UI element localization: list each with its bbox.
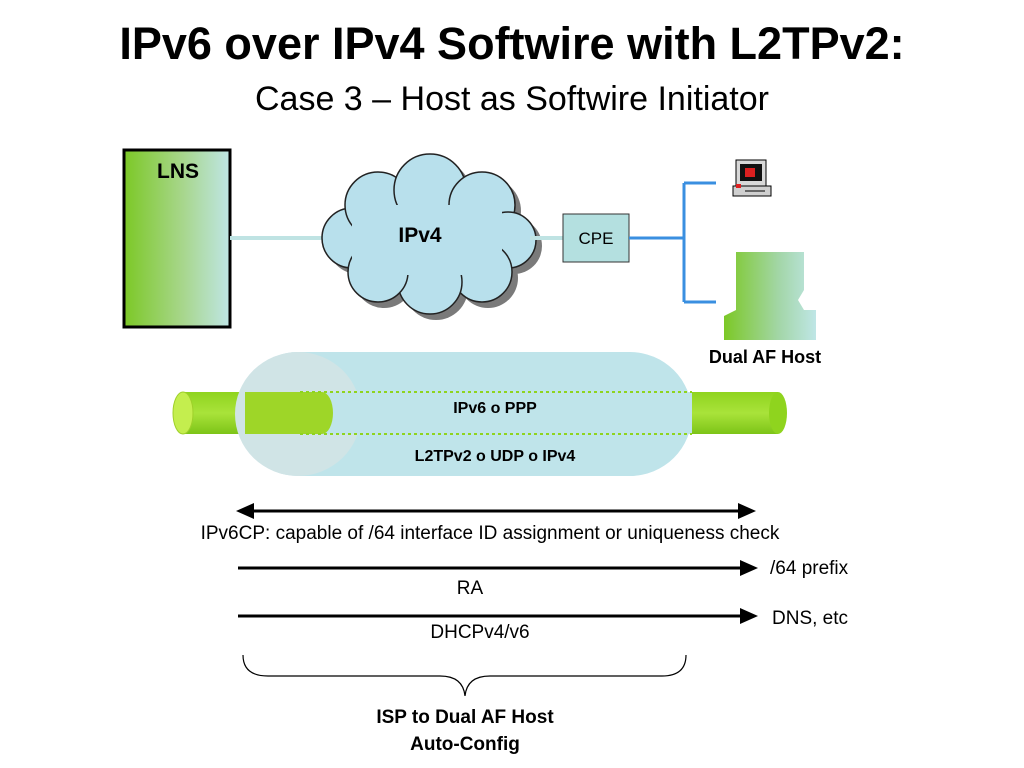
brace-label-line1: ISP to Dual AF Host: [376, 707, 554, 728]
dhcp-label: DHCPv4/v6: [430, 622, 530, 643]
auto-config-brace: [242, 654, 687, 697]
cpe-label: CPE: [578, 229, 614, 248]
dhcp-arrow: [238, 608, 758, 624]
tunnel-inner-pipe: [322, 392, 692, 434]
ipv6cp-double-arrow: [236, 503, 756, 519]
cpe-host-links: [629, 181, 716, 304]
ra-arrow: [238, 560, 758, 576]
lns-label: LNS: [157, 160, 199, 183]
lns-box: [122, 148, 232, 329]
dhcp-result-label: DNS, etc: [772, 608, 849, 629]
tunnel-outer-label: L2TPv2 o UDP o IPv4: [414, 448, 576, 465]
slide-subtitle: Case 3 – Host as Softwire Initiator: [254, 80, 769, 118]
slide-title: IPv6 over IPv4 Softwire with L2TPv2:: [119, 18, 905, 69]
ipv4-cloud-label: IPv4: [398, 224, 442, 247]
ra-label: RA: [456, 578, 484, 599]
dual-af-host-box: [724, 252, 816, 340]
brace-label-line2: Auto-Config: [410, 734, 520, 755]
ipv6cp-label: IPv6CP: capable of /64 interface ID assi…: [200, 523, 780, 544]
ra-result-label: /64 prefix: [770, 558, 849, 579]
cpe-box: [562, 213, 630, 263]
tunnel-inner-label: IPv6 o PPP: [453, 400, 537, 417]
computer-icon: [732, 159, 772, 197]
dual-af-host-label: Dual AF Host: [708, 347, 822, 367]
